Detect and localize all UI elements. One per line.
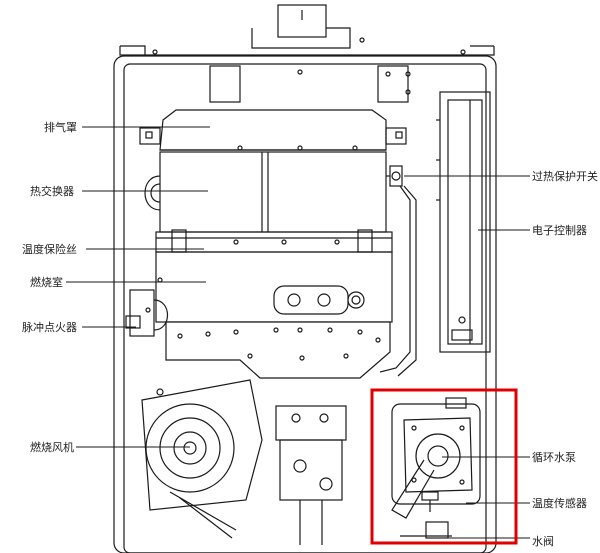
overheat-switch bbox=[386, 165, 403, 187]
label-thermal-fuse: 温度保险丝 bbox=[22, 242, 77, 256]
label-combustion-fan: 燃烧风机 bbox=[30, 440, 74, 454]
heat-exchanger bbox=[144, 151, 387, 233]
combustion-chamber bbox=[155, 251, 393, 323]
water-valve bbox=[400, 521, 452, 539]
label-pulse-igniter: 脉冲点火器 bbox=[22, 320, 77, 334]
label-heat-exchanger: 热交换器 bbox=[30, 184, 74, 198]
exhaust-hood bbox=[139, 109, 407, 151]
leader-lines bbox=[66, 126, 530, 539]
label-water-valve: 水阀 bbox=[532, 534, 554, 548]
label-circulation-pump: 循环水泵 bbox=[532, 451, 576, 464]
electronic-controller bbox=[436, 91, 491, 353]
burner-manifold bbox=[165, 321, 391, 379]
gas-valve bbox=[275, 405, 347, 545]
temperature-sensor bbox=[421, 491, 439, 512]
circulation-pump bbox=[391, 397, 481, 519]
label-exhaust-hood: 排气罩 bbox=[44, 120, 77, 134]
label-overheat-switch: 过热保护开关 bbox=[532, 169, 598, 183]
combustion-fan bbox=[141, 379, 263, 539]
label-electronic-controller: 电子控制器 bbox=[532, 223, 587, 237]
pulse-igniter bbox=[125, 289, 168, 337]
label-temperature-sensor: 温度传感器 bbox=[532, 496, 587, 510]
highlight-box bbox=[370, 388, 518, 545]
outer-housing bbox=[113, 55, 497, 553]
label-combustion-chamber: 燃烧室 bbox=[30, 275, 63, 289]
top-mount-bracket bbox=[119, 4, 495, 56]
right-pipes bbox=[379, 185, 417, 377]
